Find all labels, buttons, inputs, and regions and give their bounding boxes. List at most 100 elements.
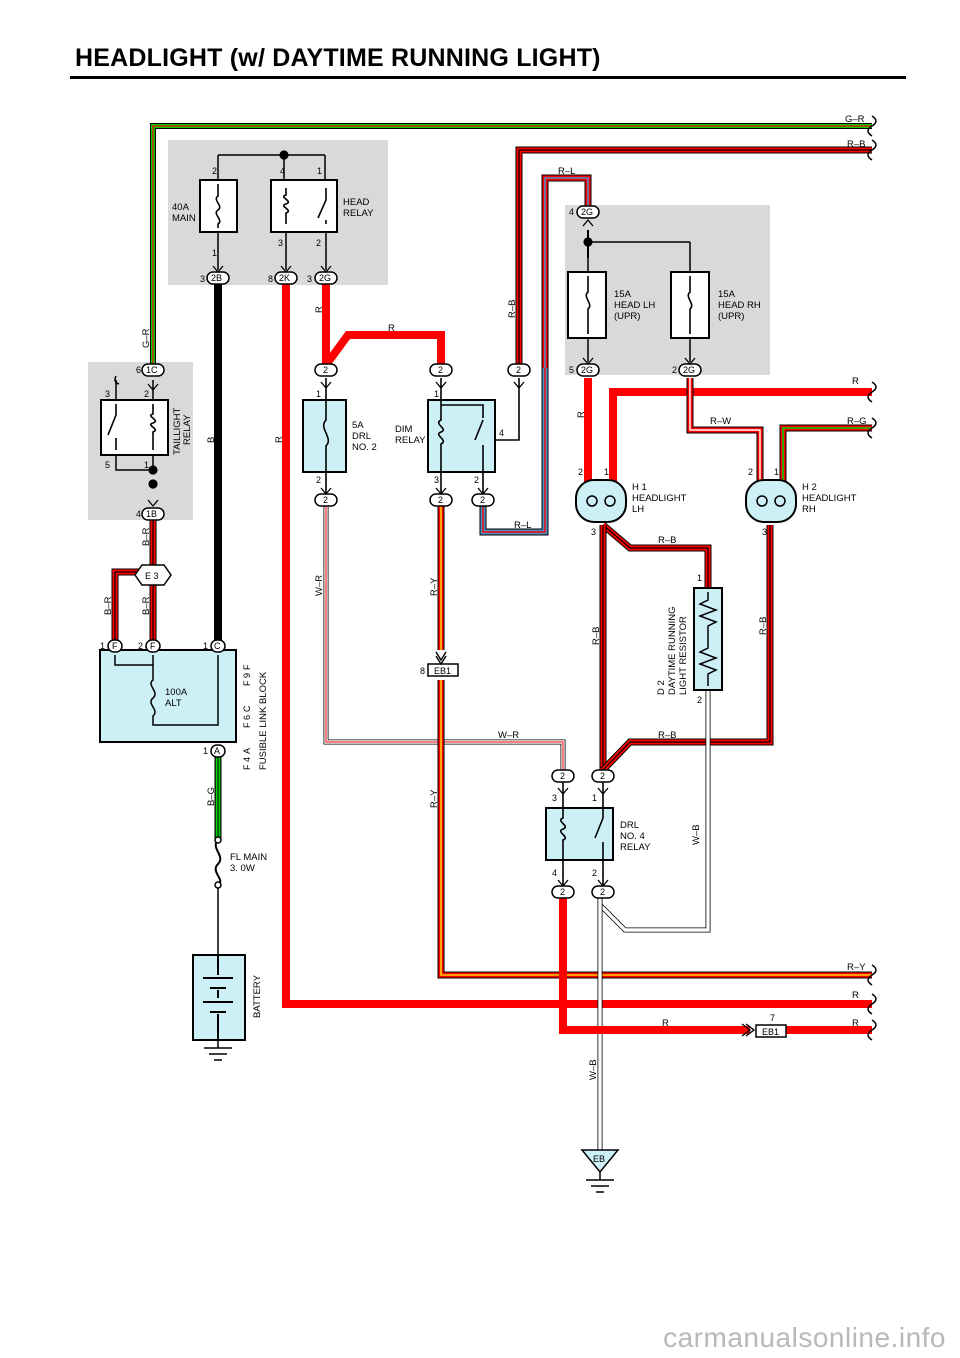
wire-w-b xyxy=(597,690,711,1150)
wire-label-w-r-vert: W–R xyxy=(314,575,325,596)
conn-2g-top: 2G xyxy=(581,207,593,217)
connector-labels: 1C 1B 2B 2K 2G 2G 2G 2G E 3 EB1 EB1 F F … xyxy=(112,207,779,1037)
wire-label-b-g: B–G xyxy=(206,787,217,806)
wire-r-l-bottom xyxy=(479,368,549,536)
conn-f-1: F xyxy=(112,641,118,651)
taillight-relay-label-2: RELAY xyxy=(182,414,193,445)
connector-eb1-7 xyxy=(741,1023,787,1038)
svg-text:1: 1 xyxy=(774,467,779,477)
wire-label-r-w: R–W xyxy=(710,416,731,427)
svg-text:2: 2 xyxy=(316,475,321,485)
fusible-link-block-label: FUSIBLE LINK BLOCK xyxy=(258,671,269,770)
conn-1b: 1B xyxy=(146,509,157,519)
drl-relay-label-3: RELAY xyxy=(620,842,651,853)
watermark: carmanualsonline.info xyxy=(663,1322,946,1353)
fl-main-label-1: FL MAIN xyxy=(230,852,267,863)
fl-conn-f6: F 6 xyxy=(242,715,252,728)
dim-relay-label-2: RELAY xyxy=(395,435,426,446)
conn-2b: 2B xyxy=(211,273,222,283)
svg-text:7: 7 xyxy=(770,1013,775,1023)
alternator-label-2: ALT xyxy=(165,698,182,709)
terminal-chevrons xyxy=(147,218,696,888)
conn-eb1-8: EB1 xyxy=(434,666,451,676)
svg-text:4: 4 xyxy=(280,166,285,176)
headlight-lh-label-2: HEADLIGHT xyxy=(632,493,687,504)
conn-1c: 1C xyxy=(146,365,158,375)
wire-g-r xyxy=(150,123,872,370)
wire-label-r-head: R xyxy=(388,323,395,334)
head-lh-fuse-label-1: 15A xyxy=(614,289,632,300)
main-fuse-label-1: 40A xyxy=(172,202,190,213)
head-rh-fuse-label-1: 15A xyxy=(718,289,736,300)
conn-2-dim-2: 2 xyxy=(480,495,485,505)
alternator-label-1: 100A xyxy=(165,687,188,698)
wire-label-r-2k: R xyxy=(274,436,285,443)
wire-label-r-b-lh-vert: R–B xyxy=(591,627,602,645)
drl-relay-label-2: NO. 4 xyxy=(620,831,645,842)
svg-text:1: 1 xyxy=(697,573,702,583)
conn-a: A xyxy=(214,746,220,756)
wire-label-w-r: W–R xyxy=(498,730,519,741)
svg-text:2: 2 xyxy=(138,641,143,651)
wire-r-2k xyxy=(282,282,872,1008)
fusible-link-block xyxy=(99,649,237,743)
headlight-rh-label-2: HEADLIGHT xyxy=(802,493,857,504)
fl-conn-a: A xyxy=(242,748,252,754)
wire-label-r-g: R–G xyxy=(847,416,867,427)
svg-text:2: 2 xyxy=(316,238,321,248)
conn-2-drl4-1: 2 xyxy=(600,771,605,781)
wire-r-y xyxy=(437,505,872,979)
svg-text:1: 1 xyxy=(203,746,208,756)
terminal-ovals xyxy=(107,205,702,899)
wire-label-r-b-rh: R–B xyxy=(658,730,676,741)
svg-text:4: 4 xyxy=(499,428,504,438)
drl-resistor-label-3: LIGHT RESISTOR xyxy=(678,616,689,695)
drl-resistor-label-1: D 2 xyxy=(656,680,667,695)
wire-break-marks xyxy=(867,115,877,1041)
fl-conn-f9: F 9 xyxy=(242,673,252,686)
wire-label-r-lh: R xyxy=(576,411,587,418)
svg-text:3: 3 xyxy=(105,389,110,399)
page-title: HEADLIGHT (w/ DAYTIME RUNNING LIGHT) xyxy=(75,44,601,72)
svg-text:1: 1 xyxy=(604,467,609,477)
ground-eb xyxy=(580,1149,620,1193)
conn-2-drl4-2: 2 xyxy=(600,887,605,897)
svg-text:3: 3 xyxy=(591,527,596,537)
wire-label-b-r-2: B–R xyxy=(103,596,114,615)
conn-2-drl-out: 2 xyxy=(323,495,328,505)
wire-r-b-lh xyxy=(599,522,712,770)
svg-text:1: 1 xyxy=(203,641,208,651)
drl-resistor xyxy=(693,587,723,691)
wire-label-r-y-bottom: R–Y xyxy=(429,789,440,808)
svg-text:3: 3 xyxy=(278,238,283,248)
conn-2-drl-in: 2 xyxy=(323,365,328,375)
svg-text:1: 1 xyxy=(316,389,321,399)
conn-eb1-7: EB1 xyxy=(762,1027,779,1037)
wire-labels-rotated: G–R B R R R–B R B–R B–R B–R W–R R–Y R–B … xyxy=(103,300,769,1080)
fl-conn-f: F xyxy=(242,664,252,670)
drl-relay-label-1: DRL xyxy=(620,820,639,831)
drl-resistor-label-2: DAYTIME RUNNING xyxy=(667,607,678,696)
headlight-rh xyxy=(745,479,797,523)
drl-fuse-label-1: 5A xyxy=(352,420,364,431)
drl-fuse-label-2: DRL xyxy=(352,431,371,442)
svg-text:2: 2 xyxy=(672,365,677,375)
svg-text:2: 2 xyxy=(697,695,702,705)
wire-labels: G–R R–B R–L R R R–W R–G R–L R–B R–B W–R … xyxy=(388,114,867,1029)
svg-text:2: 2 xyxy=(592,868,597,878)
head-rh-fuse xyxy=(670,271,710,339)
connector-eb1-8 xyxy=(427,651,459,677)
head-lh-fuse xyxy=(567,271,607,339)
headlight-rh-label-3: RH xyxy=(802,504,816,515)
ground-label: EB xyxy=(593,1154,605,1164)
wire-label-r-drl: R xyxy=(662,1018,669,1029)
svg-text:3: 3 xyxy=(552,793,557,803)
wire-r-w xyxy=(686,378,764,488)
svg-text:8: 8 xyxy=(268,274,273,284)
head-relay xyxy=(270,179,338,233)
conn-e3: E 3 xyxy=(145,571,159,581)
wire-label-b-r-3: B–R xyxy=(141,596,152,615)
svg-text:1: 1 xyxy=(317,166,322,176)
svg-text:2: 2 xyxy=(578,467,583,477)
